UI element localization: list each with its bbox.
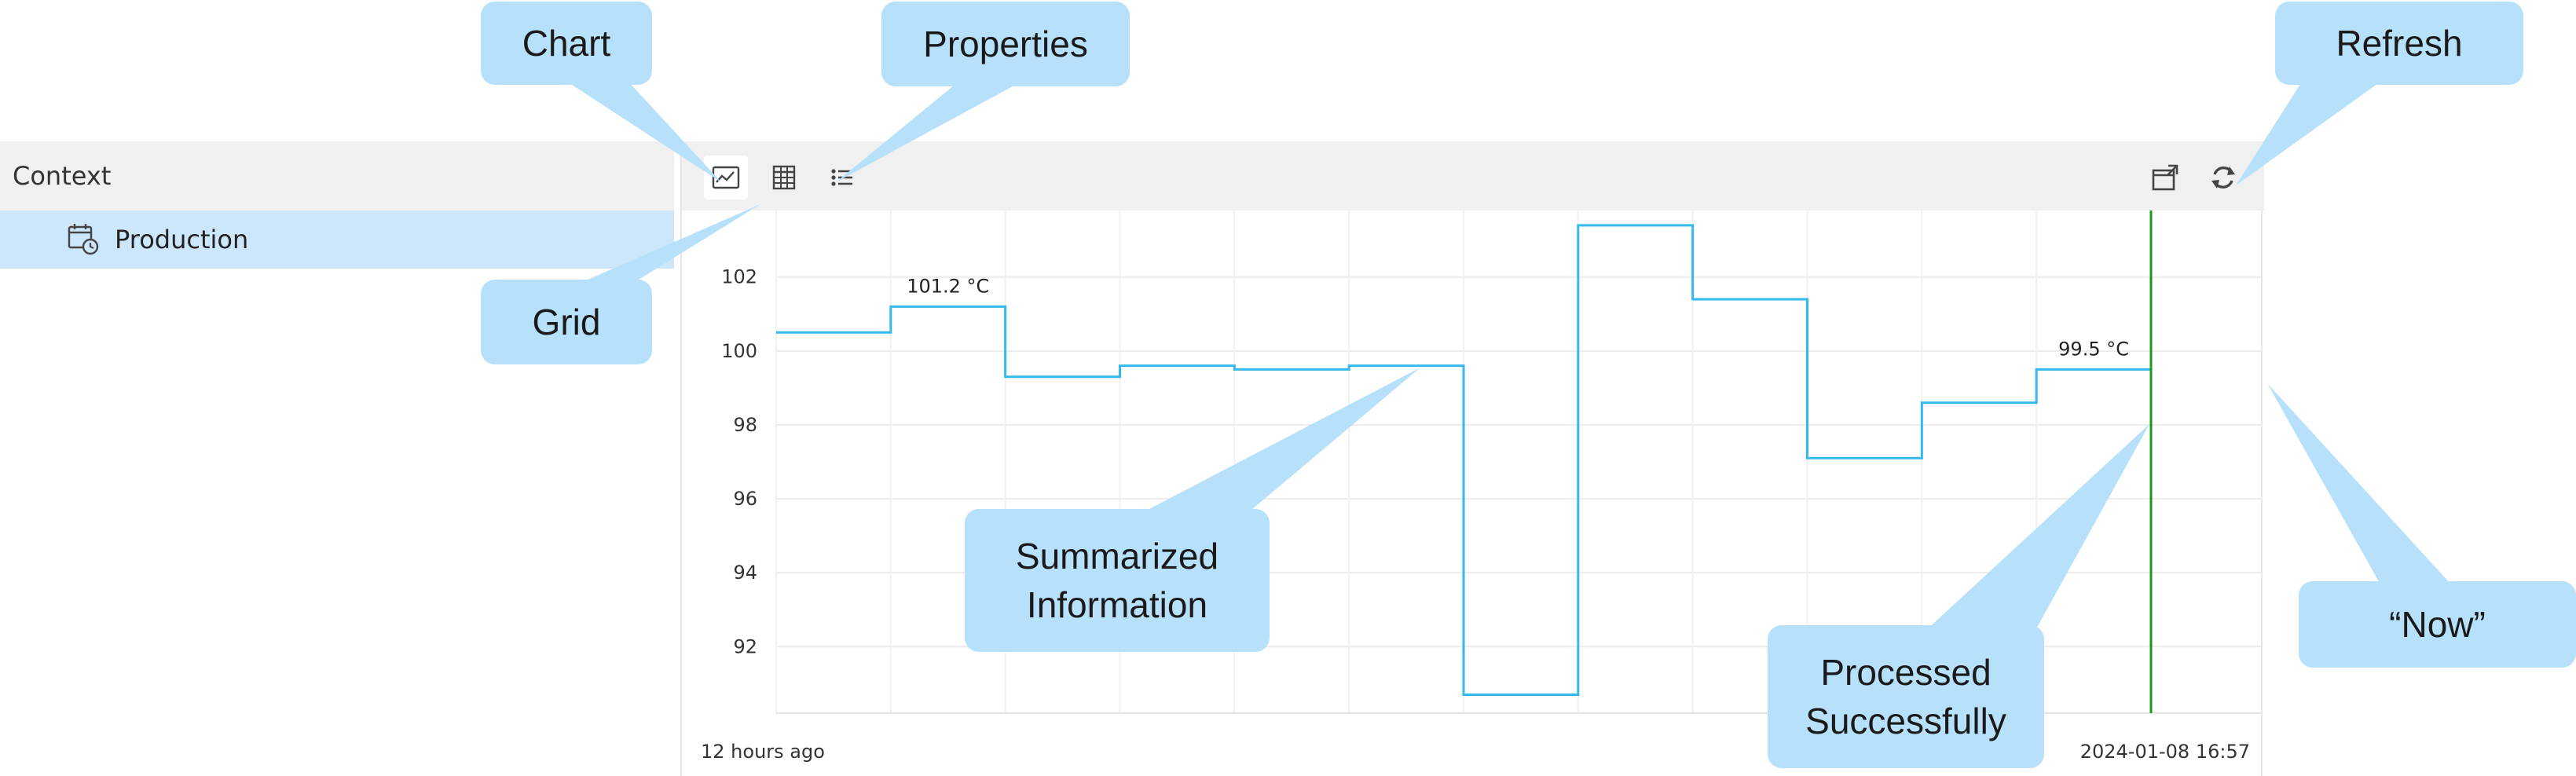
context-item-production[interactable]: Production bbox=[0, 210, 674, 269]
x-end-label: 2024-01-08 16:57 bbox=[2080, 741, 2250, 763]
chart-series bbox=[776, 224, 2151, 696]
y-tick-label: 92 bbox=[733, 635, 757, 657]
properties-view-button[interactable] bbox=[820, 156, 864, 199]
calendar-clock-icon bbox=[68, 224, 99, 255]
popout-icon bbox=[2152, 164, 2178, 191]
y-tick-label: 96 bbox=[733, 488, 757, 510]
callout-grid: Grid bbox=[481, 280, 652, 364]
y-tick-label: 98 bbox=[733, 414, 757, 436]
chart-icon bbox=[712, 166, 740, 189]
list-icon bbox=[831, 169, 852, 186]
chart-toolbar bbox=[682, 141, 2264, 210]
callout-processed: Processed Successfully bbox=[1768, 625, 2044, 768]
x-start-label: 12 hours ago bbox=[701, 741, 825, 763]
chart-view-button[interactable] bbox=[704, 156, 748, 199]
y-tick-label: 94 bbox=[733, 562, 757, 584]
chart-annotations: 101.2 °C 99.5 °C bbox=[907, 275, 2129, 360]
context-item-label: Production bbox=[115, 225, 249, 254]
value-annotation: 101.2 °C bbox=[907, 275, 989, 297]
callout-refresh: Refresh bbox=[2275, 2, 2523, 85]
y-tick-label: 102 bbox=[721, 266, 757, 288]
callout-properties: Properties bbox=[881, 2, 1130, 86]
context-header: Context bbox=[0, 141, 674, 210]
refresh-icon bbox=[2211, 167, 2235, 189]
temperature-series-line bbox=[776, 224, 2151, 696]
callout-now: “Now” bbox=[2299, 581, 2576, 668]
value-annotation: 99.5 °C bbox=[2058, 338, 2129, 360]
y-axis-ticks: 102 100 98 96 94 92 bbox=[721, 266, 757, 658]
callout-chart: Chart bbox=[481, 2, 652, 85]
context-panel: Context Production bbox=[0, 141, 674, 776]
pointer-now bbox=[2267, 383, 2451, 584]
grid-view-button[interactable] bbox=[762, 156, 806, 199]
callout-summarized: Summarized Information bbox=[965, 509, 1270, 652]
refresh-button[interactable] bbox=[2201, 156, 2245, 199]
y-tick-label: 100 bbox=[721, 340, 757, 362]
grid-icon bbox=[772, 165, 796, 190]
popout-button[interactable] bbox=[2143, 156, 2187, 199]
